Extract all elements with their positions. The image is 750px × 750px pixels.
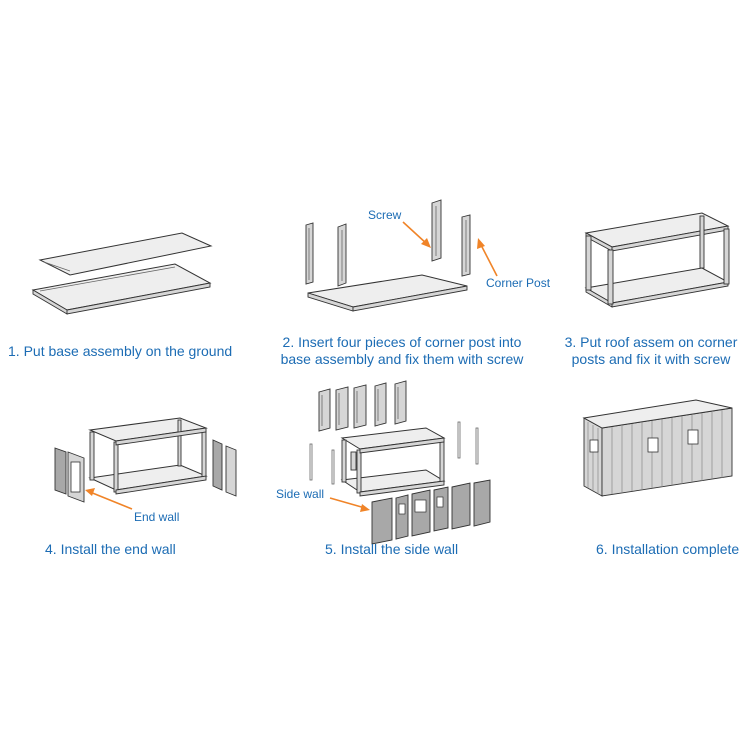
step5-caption: 5. Install the side wall (325, 541, 458, 558)
step2-caption: 2. Insert four pieces of corner post int… (266, 334, 538, 368)
step4-caption: 4. Install the end wall (45, 541, 176, 558)
step6-container (582, 399, 733, 497)
step6-caption-line1: 6. Installation complete (596, 541, 740, 557)
step2-corner-post-left (305, 222, 314, 285)
step1-caption: 1. Put base assembly on the ground (8, 343, 232, 360)
step3-caption-line2: posts and fix it with screw (571, 351, 731, 367)
screw-arrow (402, 221, 431, 248)
step5-container-frame (340, 427, 446, 497)
step1-caption-line1: 1. Put base assembly on the ground (8, 343, 233, 359)
step2-corner-post-mid-left (337, 223, 347, 287)
side-wall-label: Side wall (276, 487, 325, 501)
step2-base-frame (307, 274, 468, 312)
step3-caption: 3. Put roof assem on corner posts and fi… (560, 334, 742, 368)
corner-post-label: Corner Post (486, 276, 551, 290)
step2-corner-post-center (431, 199, 442, 262)
step4-caption-line1: 4. Install the end wall (45, 541, 176, 557)
step3-frame (584, 212, 730, 308)
screw-label: Screw (368, 208, 402, 222)
step5-top-panels (318, 380, 407, 432)
step5-side-posts (309, 421, 479, 485)
side-wall-arrow (329, 497, 370, 512)
end-wall-arrow (85, 488, 133, 510)
step4-end-wall-left (54, 447, 85, 503)
step4-container-frame (88, 417, 208, 495)
end-wall-label: End wall (134, 510, 180, 524)
corner-post-arrow (477, 238, 498, 277)
step5-side-wall-panels (371, 479, 491, 545)
step4-end-wall-right (212, 439, 237, 497)
step1-base-frame (31, 263, 212, 315)
step6-caption: 6. Installation complete (596, 541, 739, 558)
step2-corner-post-right (461, 214, 471, 277)
step2-caption-line2: base assembly and fix them with screw (280, 351, 524, 367)
step3-caption-line1: 3. Put roof assem on corner (564, 334, 738, 350)
step1-roof-plate (38, 232, 213, 276)
step5-caption-line1: 5. Install the side wall (325, 541, 459, 557)
step2-caption-line1: 2. Insert four pieces of corner post int… (282, 334, 522, 350)
